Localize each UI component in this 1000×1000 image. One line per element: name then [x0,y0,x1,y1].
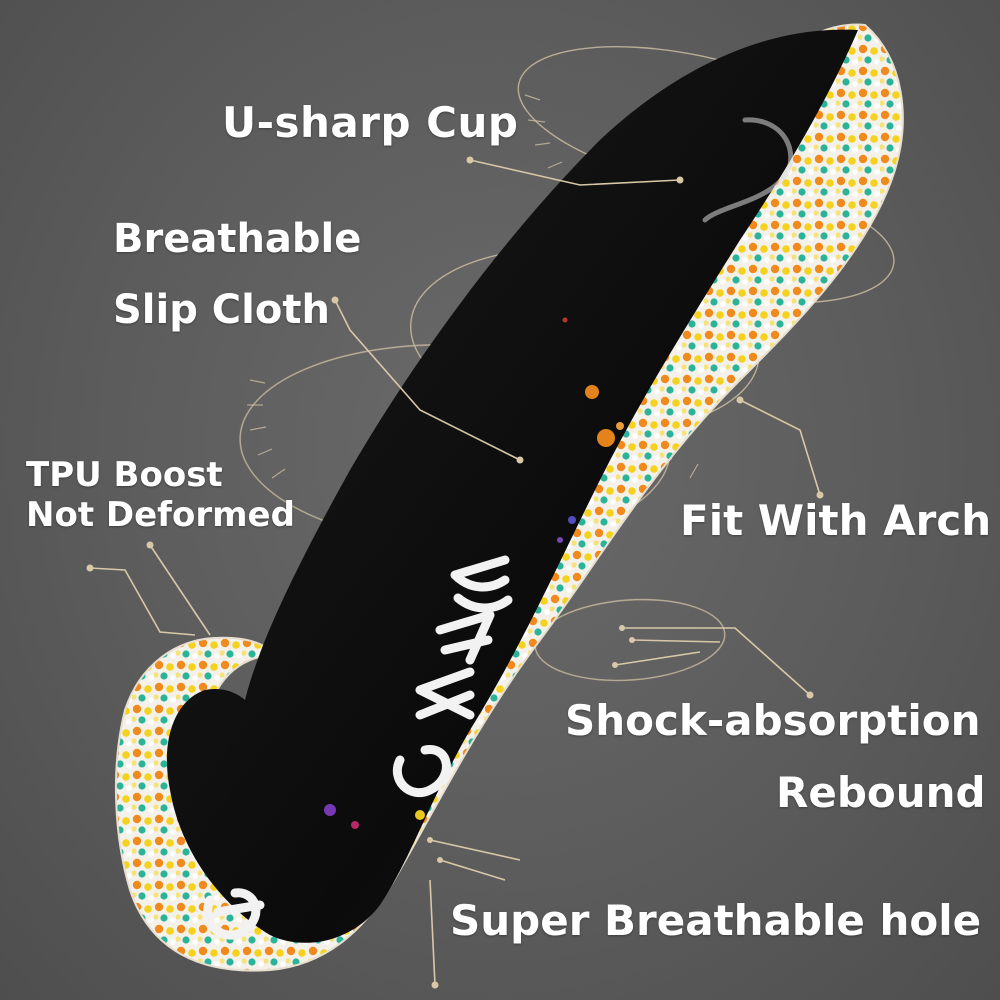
chalk-mark [702,117,794,223]
label-super-breathable-hole: Super Breathable hole [450,896,982,945]
label-tpu-line1: TPU Boost [26,455,223,495]
callout-lines [89,159,821,986]
label-tpu-line2: Not Deformed [26,495,295,535]
brand-logo-graphic [203,555,513,940]
label-fit-with-arch: Fit With Arch [680,496,992,545]
callout-dots [86,156,824,989]
label-u-sharp-cup: U-sharp Cup [222,98,519,147]
label-rebound: Rebound [776,768,986,817]
label-breathable-line1: Breathable [113,216,362,262]
paint-splashes [324,317,624,829]
label-breathable-line2: Slip Cloth [113,287,330,333]
label-shock-absorption: Shock-absorption [565,696,981,745]
insole-top-fabric [166,29,858,943]
